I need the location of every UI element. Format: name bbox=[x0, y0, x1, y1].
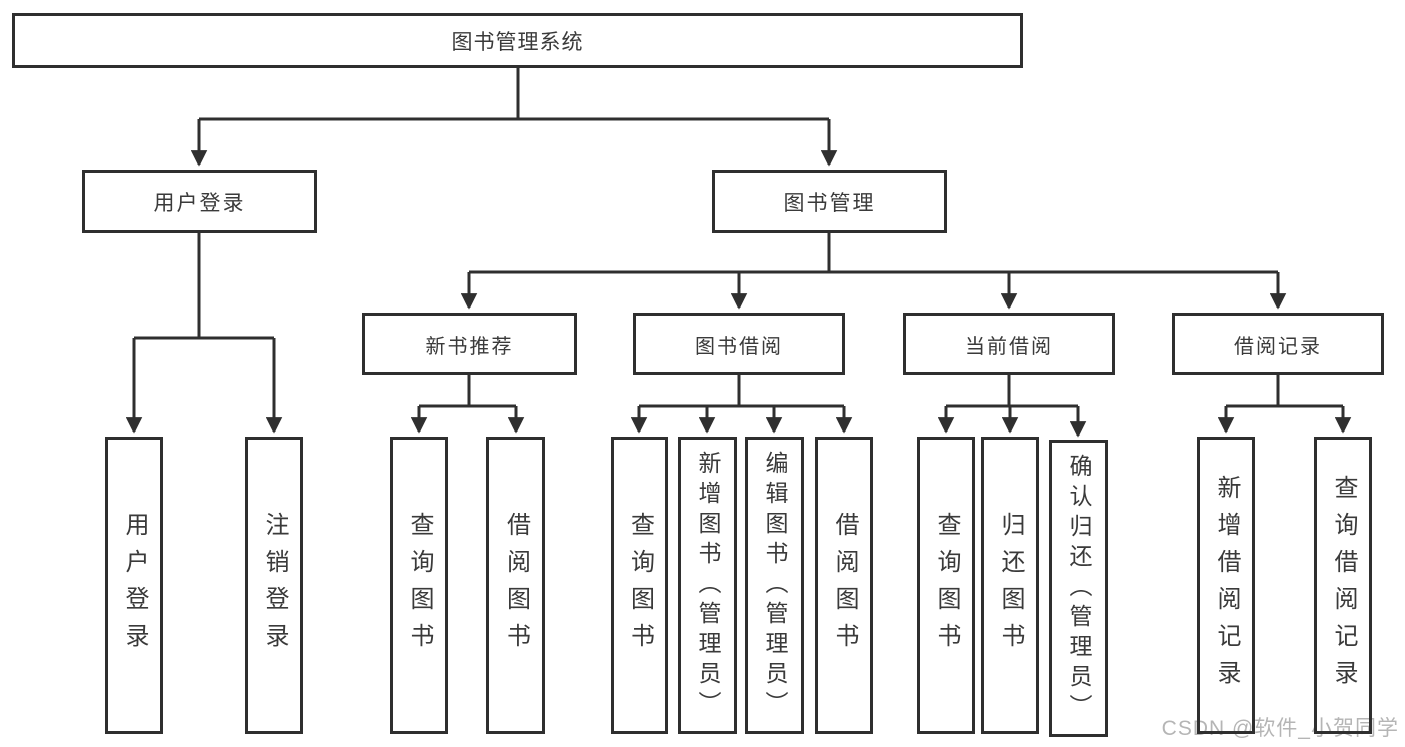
leaf-label: 查询图书 bbox=[626, 511, 654, 660]
node-library-management-system: 图书管理系统 bbox=[12, 13, 1023, 68]
leaf-label: 查询图书 bbox=[933, 511, 960, 660]
leaf-logout: 注销登录 bbox=[245, 437, 303, 734]
leaf-label: 确认归还（管理员） bbox=[1066, 453, 1092, 724]
leaf-label: 借阅图书 bbox=[502, 511, 530, 660]
leaf-borrow-books-recommend: 借阅图书 bbox=[486, 437, 545, 734]
leaf-label: 归还图书 bbox=[997, 511, 1024, 660]
leaf-query-books-current: 查询图书 bbox=[917, 437, 975, 734]
leaf-label: 新增借阅记录 bbox=[1213, 474, 1240, 697]
leaf-query-books-borrowing: 查询图书 bbox=[611, 437, 668, 734]
node-user-login: 用户登录 bbox=[82, 170, 317, 233]
leaf-label: 新增图书（管理员） bbox=[695, 450, 721, 721]
leaf-return-books: 归还图书 bbox=[981, 437, 1039, 734]
leaf-user-login: 用户登录 bbox=[105, 437, 163, 734]
node-label: 图书管理系统 bbox=[451, 30, 584, 54]
node-label: 图书借阅 bbox=[695, 335, 783, 358]
csdn-watermark: CSDN @软件_小贺同学 bbox=[1161, 717, 1399, 740]
leaf-label: 借阅图书 bbox=[831, 511, 858, 660]
leaf-label: 查询图书 bbox=[406, 511, 433, 660]
leaf-edit-books-admin: 编辑图书（管理员） bbox=[745, 437, 804, 734]
node-book-management: 图书管理 bbox=[712, 170, 947, 233]
leaf-add-borrow-record: 新增借阅记录 bbox=[1197, 437, 1255, 734]
node-current-borrowing: 当前借阅 bbox=[903, 313, 1115, 375]
node-book-borrowing: 图书借阅 bbox=[633, 313, 845, 375]
leaf-label: 查询借阅记录 bbox=[1330, 474, 1357, 697]
node-label: 借阅记录 bbox=[1234, 335, 1322, 358]
node-label: 图书管理 bbox=[783, 191, 876, 215]
leaf-add-books-admin: 新增图书（管理员） bbox=[678, 437, 737, 734]
leaf-query-books-recommend: 查询图书 bbox=[390, 437, 448, 734]
leaf-query-borrow-record: 查询借阅记录 bbox=[1314, 437, 1372, 734]
leaf-confirm-return-admin: 确认归还（管理员） bbox=[1049, 440, 1108, 737]
node-label: 当前借阅 bbox=[965, 335, 1053, 358]
node-borrowing-records: 借阅记录 bbox=[1172, 313, 1384, 375]
node-label: 用户登录 bbox=[153, 191, 246, 215]
leaf-label: 注销登录 bbox=[261, 511, 288, 660]
leaf-label: 用户登录 bbox=[121, 511, 148, 660]
node-label: 新书推荐 bbox=[425, 335, 514, 358]
node-new-book-recommendation: 新书推荐 bbox=[362, 313, 577, 375]
leaf-label: 编辑图书（管理员） bbox=[762, 450, 788, 721]
leaf-borrow-books: 借阅图书 bbox=[815, 437, 873, 734]
